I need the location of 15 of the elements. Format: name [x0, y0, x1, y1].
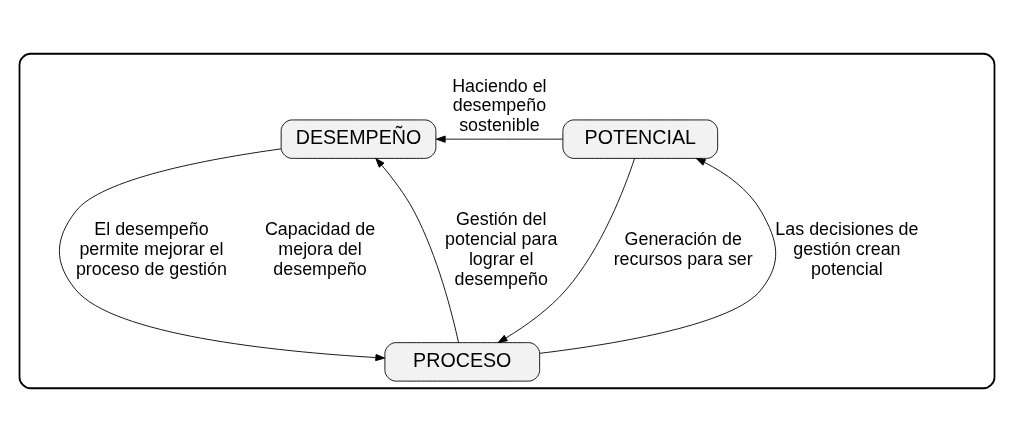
node-box: DESEMPEÑO: [280, 118, 437, 159]
arrow: [539, 157, 777, 354]
edge-label: Las decisiones de gestión crean potencial: [775, 218, 919, 279]
label: Capacidad de mejora del desempeño: [264, 218, 376, 279]
node-box: POTENCIAL: [562, 118, 719, 159]
arrow: [375, 157, 459, 343]
edge-label: Generación de recursos para ser: [613, 228, 753, 269]
edge-label: El desempeño permite mejorar el proceso de gestión: [75, 218, 227, 279]
arrow: [58, 147, 386, 361]
edge-label: Gestión del potencial para lograr el desempeño: [445, 208, 558, 289]
node-box: PROCESO: [384, 341, 541, 382]
arrow: [435, 135, 564, 143]
cluster: [18, 52, 996, 389]
arrow: [497, 157, 635, 343]
edge-label: Haciendo el desempeño sostenible: [452, 75, 547, 135]
